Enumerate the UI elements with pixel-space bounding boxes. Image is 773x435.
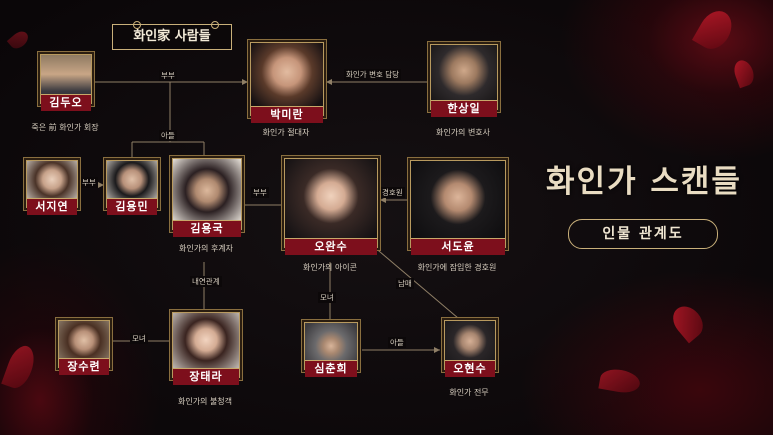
person-caption: 화인가에 잠입한 경호원 — [417, 263, 497, 272]
relation-label: 부부 — [251, 187, 269, 198]
relation-label: 내연관계 — [190, 276, 222, 287]
relation-label: 부부 — [80, 177, 98, 188]
person-name: 서도윤 — [411, 238, 505, 255]
person-card-jang-tae-ra: 장태라 — [172, 312, 240, 385]
relation-label: 남매 — [396, 278, 414, 289]
person-card-jang-su-ryeon: 장수련 — [58, 320, 110, 375]
drama-logo: 화인가 스캔들 — [546, 164, 742, 200]
person-card-kim-du-o: 김두오 — [40, 54, 92, 111]
person-caption: 화인가 전무 — [449, 388, 489, 397]
person-caption: 화인가의 아이콘 — [302, 263, 358, 272]
portrait-icon — [251, 43, 323, 115]
person-card-seo-ji-yeon: 서지연 — [26, 160, 78, 215]
person-caption: 화인가 절대자 — [262, 128, 310, 137]
person-name: 심춘희 — [305, 360, 357, 377]
relation-label: 모녀 — [318, 292, 336, 303]
person-card-han-sang-il: 한상일 — [430, 44, 498, 117]
person-name: 오완수 — [285, 238, 377, 255]
relation-label: 아들 — [159, 130, 177, 141]
relation-label: 경호원 — [380, 187, 405, 198]
person-name: 장태라 — [173, 368, 239, 385]
person-card-seo-do-yun: 서도윤 — [410, 160, 506, 255]
person-card-kim-yong-min: 김용민 — [106, 160, 158, 215]
person-card-park-mi-ran: 박미란 — [250, 42, 324, 123]
person-card-oh-wan-su: 오완수 — [284, 158, 378, 255]
person-caption: 화인가의 후계자 — [178, 244, 234, 253]
person-name: 한상일 — [431, 100, 497, 117]
relation-label: 화인가 변호 담당 — [344, 69, 402, 80]
person-card-sim-chun-hui: 심춘희 — [304, 322, 358, 377]
person-name: 장수련 — [59, 358, 109, 375]
person-card-oh-hyeon-su: 오현수 — [444, 320, 496, 377]
portrait-icon — [173, 313, 239, 377]
person-name: 오현수 — [445, 360, 495, 377]
portrait-icon — [173, 159, 241, 229]
portrait-icon — [285, 159, 377, 247]
portrait-icon — [411, 161, 505, 247]
person-caption: 화인가의 불청객 — [177, 397, 233, 406]
page-title: 화인家 사람들 — [112, 21, 232, 50]
relation-label: 부부 — [159, 70, 177, 81]
person-caption: 화인가의 변호사 — [435, 128, 491, 137]
person-name: 박미란 — [251, 106, 323, 123]
person-name: 김두오 — [41, 94, 91, 111]
person-name: 서지연 — [27, 198, 77, 215]
person-card-kim-yong-guk: 김용국 — [172, 158, 242, 237]
person-name: 김용국 — [173, 220, 241, 237]
relation-label: 아들 — [388, 337, 406, 348]
logo-subtitle: 인물 관계도 — [568, 219, 718, 249]
portrait-icon — [431, 45, 497, 109]
relation-label: 모녀 — [130, 333, 148, 344]
person-name: 김용민 — [107, 198, 157, 215]
person-caption: 죽은 前 화인가 회장 — [31, 123, 99, 132]
